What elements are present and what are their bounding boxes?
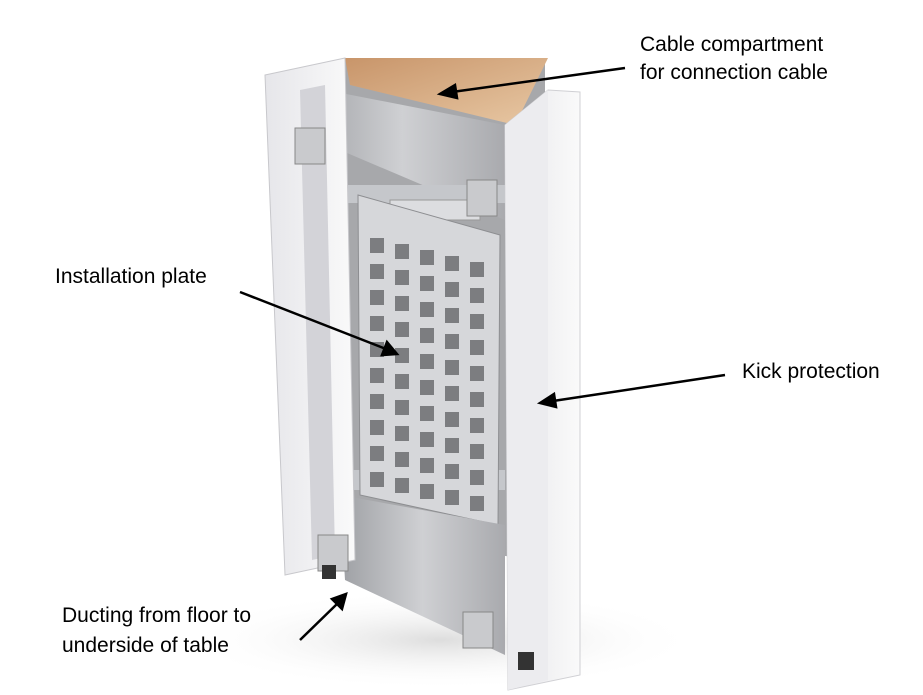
arrow-kick-protection [552,373,726,403]
plate-hole [445,334,459,349]
arrowhead [436,82,459,100]
plate-hole [445,360,459,375]
plate-hole [470,314,484,329]
label-line: Ducting from floor to [62,604,252,627]
plate-hole [470,418,484,433]
plate-hole [420,458,434,473]
bracket [466,179,498,217]
plate-hole [370,394,384,409]
plate-hole [395,348,409,363]
label-installation-plate: Installation plate [55,265,207,288]
plate-hole [420,380,434,395]
plate-hole [395,426,409,441]
plate-hole [420,328,434,343]
arrow-ducting [299,602,339,641]
foot [322,565,336,579]
plate-hole [470,366,484,381]
label-ducting: Ducting from floor to underside of table [62,601,251,661]
plate-hole [395,478,409,493]
label-kick-protection: Kick protection [742,360,880,383]
plate-hole [420,302,434,317]
plate-hole [470,262,484,277]
bracket [462,611,494,649]
plate-hole [420,276,434,291]
foot [518,652,534,670]
plate-hole [445,386,459,401]
plate-hole [470,340,484,355]
plate-hole [470,444,484,459]
plate-hole [470,470,484,485]
plate-hole [370,446,384,461]
arrowhead [329,592,348,612]
arrowhead [536,391,558,409]
plate-hole [395,400,409,415]
panel-edge [505,90,548,690]
plate-hole [370,290,384,305]
plate-hole [420,406,434,421]
plate-hole [420,354,434,369]
label-cable-compartment: Cable compartment for connection cable [640,31,828,87]
plate-hole [445,256,459,271]
plate-hole [420,484,434,499]
plate-hole [395,270,409,285]
callout-arrows [239,66,726,641]
label-line: Cable compartment [640,33,824,56]
plate-hole [470,392,484,407]
bracket [294,127,326,165]
plate-hole [470,288,484,303]
plate-hole [370,472,384,487]
plate-hole [395,374,409,389]
plate-hole [370,316,384,331]
plate-hole [445,412,459,427]
plate-hole [370,368,384,383]
plate-hole [420,250,434,265]
plate-hole [395,322,409,337]
plate-hole [395,452,409,467]
plate-hole [370,238,384,253]
upper-rail [340,185,505,203]
plate-hole [445,282,459,297]
arrow-cable-compartment [451,66,626,94]
plate-hole [470,496,484,511]
plate-hole [420,432,434,447]
plate-hole [445,464,459,479]
plate-hole [445,308,459,323]
label-line: for connection cable [640,61,828,84]
plate-hole [395,244,409,259]
plate-hole [395,296,409,311]
plate-hole [445,438,459,453]
arrowhead [380,339,400,357]
plate-holes [370,238,484,511]
label-line: underside of table [62,634,229,657]
arrow-installation-plate [239,290,387,351]
plate-hole [370,420,384,435]
plate-hole [370,264,384,279]
plate-hole [445,490,459,505]
